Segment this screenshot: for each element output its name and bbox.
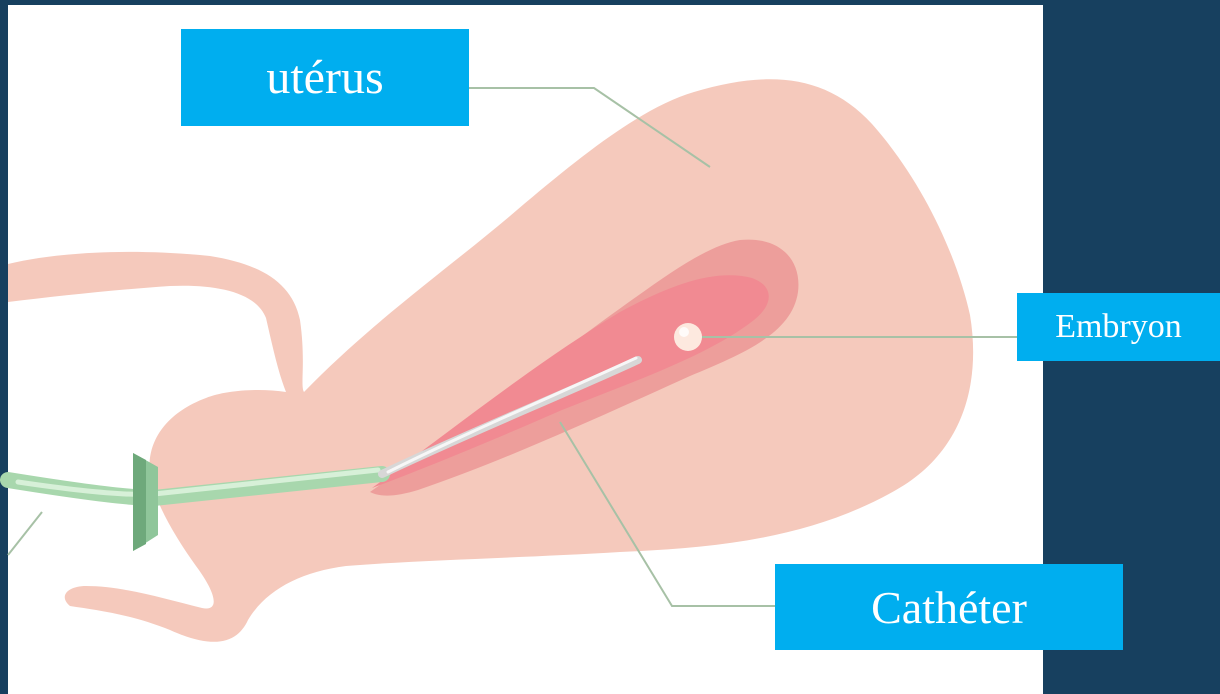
left-leader-line <box>8 512 42 555</box>
embryo-highlight <box>679 327 689 337</box>
embryo-label: Embryon <box>1017 293 1220 361</box>
uterus-label: utérus <box>181 29 469 126</box>
uterus-body <box>8 79 973 642</box>
catheter-label: Cathéter <box>775 564 1123 650</box>
catheter-cup-shadow <box>133 453 146 551</box>
embryo-dot <box>674 323 702 351</box>
